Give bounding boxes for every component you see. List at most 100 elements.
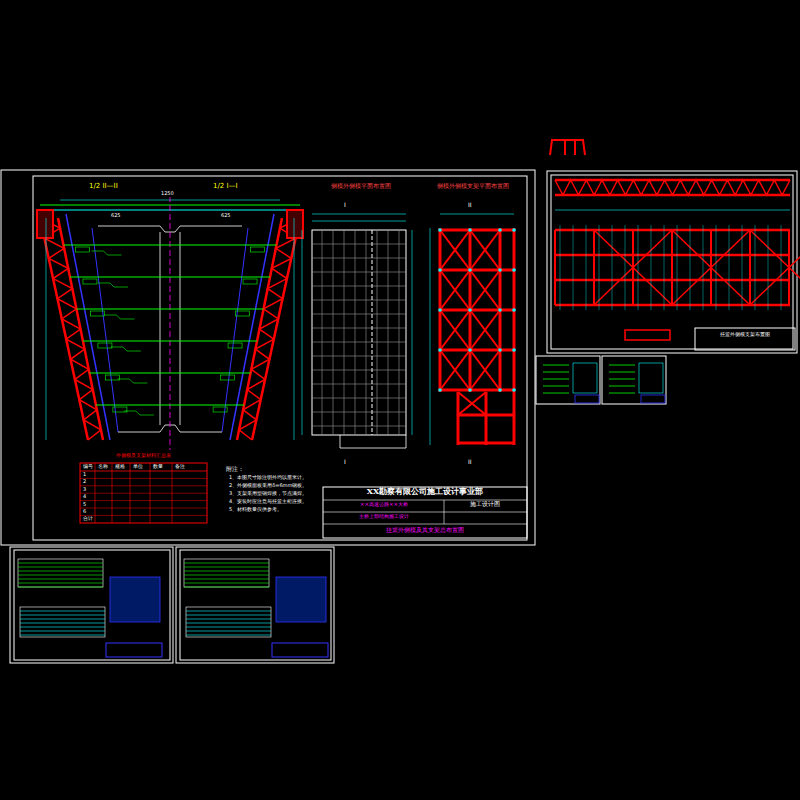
frame-post xyxy=(593,230,595,305)
dimension-line xyxy=(312,214,406,215)
frame-node xyxy=(438,308,442,312)
plan-grid xyxy=(344,230,345,435)
table-cell: 名称 xyxy=(97,464,109,470)
detail-part xyxy=(625,330,670,340)
detail-line xyxy=(609,372,635,373)
plan-grid xyxy=(388,230,389,435)
grid-line xyxy=(560,225,561,310)
table-cell: 1 xyxy=(82,472,87,478)
sheet-frame xyxy=(547,171,797,353)
frame-beam xyxy=(440,309,514,312)
plan-outline xyxy=(340,435,406,448)
grid-line xyxy=(612,225,613,310)
frame-brace xyxy=(440,310,470,350)
tie-tag xyxy=(98,343,112,348)
frame-brace xyxy=(470,350,500,390)
title-rule xyxy=(323,512,527,513)
detail-line xyxy=(543,365,569,366)
tie-tag xyxy=(243,279,257,284)
girder-web xyxy=(230,214,274,440)
girder-web xyxy=(222,228,248,432)
rebar-line xyxy=(20,623,105,624)
frame-post xyxy=(469,228,472,392)
table-cell: 2 xyxy=(82,479,87,485)
frame-node xyxy=(512,388,516,392)
plan-grid xyxy=(312,426,406,427)
grid-line xyxy=(677,225,678,310)
frame-post xyxy=(671,230,673,305)
table-cell: 数量 xyxy=(152,464,164,470)
plan-grid xyxy=(312,398,406,399)
title-rule xyxy=(323,500,527,501)
rebar-line xyxy=(184,571,269,572)
tie-tag xyxy=(75,247,89,252)
grid-line xyxy=(690,225,691,310)
plan-grid xyxy=(377,230,378,435)
dimension-line xyxy=(555,210,790,211)
plan-grid xyxy=(312,342,406,343)
plan-grid xyxy=(312,384,406,385)
title-cell: 挂篮外侧模及其支架总布置图 xyxy=(325,526,525,537)
leader-line xyxy=(124,411,154,415)
plan-grid xyxy=(322,230,323,435)
frame-node xyxy=(438,228,442,232)
title-text: 外侧模及支架材料汇总表 xyxy=(78,452,209,458)
frame-node xyxy=(498,348,502,352)
frame-brace xyxy=(750,230,800,305)
title-block-frame xyxy=(272,643,328,657)
grid-line xyxy=(638,225,639,310)
section-mark: I xyxy=(343,459,347,466)
frame-brace xyxy=(470,350,500,390)
title-cell: 施工设计图 xyxy=(446,501,524,512)
table-rule xyxy=(80,500,207,501)
detail-line xyxy=(543,372,569,373)
table-rule xyxy=(80,508,207,509)
title-block-frame xyxy=(695,328,795,350)
rebar-line xyxy=(18,587,103,588)
table-rule xyxy=(80,493,207,494)
leader-line xyxy=(91,251,121,255)
view-title: 1/2 I—I xyxy=(212,183,239,191)
frame-post xyxy=(485,392,488,445)
table-cell: 合计 xyxy=(82,516,94,522)
tie-tag xyxy=(236,311,250,316)
rebar-line xyxy=(184,587,269,588)
frame-node xyxy=(512,348,516,352)
frame-brace xyxy=(440,270,470,310)
rebar-line xyxy=(20,619,105,620)
tie-tag xyxy=(213,407,227,412)
plan-grid xyxy=(372,230,373,435)
plan-grid xyxy=(333,230,334,435)
plan-grid xyxy=(399,230,400,435)
plan-grid xyxy=(312,370,406,371)
note: 4、安装时应注意与挂篮主桁连接。 xyxy=(228,499,308,505)
detail-line xyxy=(609,379,635,380)
table-rule xyxy=(80,485,207,486)
title-box: 挂篮外侧模支架布置图 xyxy=(696,332,794,346)
grid-line xyxy=(729,225,730,310)
title-box: 外侧模及支架材料汇总表 xyxy=(78,452,209,462)
frame-node xyxy=(512,268,516,272)
rebar-line xyxy=(18,571,103,572)
rebar-line xyxy=(184,567,269,568)
view-title: 1/2 II—II xyxy=(88,183,119,191)
truss-head xyxy=(37,210,53,238)
sheet-frame xyxy=(536,356,600,404)
rebar-line xyxy=(18,583,103,584)
frame-node xyxy=(468,388,472,392)
detail-line xyxy=(609,365,635,366)
table-border xyxy=(80,463,207,523)
table-cell: 备注 xyxy=(174,464,186,470)
frame-brace xyxy=(440,350,470,390)
rebar-line xyxy=(186,615,271,616)
stray-symbol xyxy=(564,140,566,155)
frame-brace xyxy=(440,310,470,350)
plan-grid xyxy=(366,230,367,435)
title-text: 挂篮外侧模支架布置图 xyxy=(696,332,794,338)
frame-brace xyxy=(440,230,470,270)
note: 1、本图尺寸除注明外均以厘米计。 xyxy=(228,475,308,481)
sheet-frame xyxy=(1,170,535,545)
form-tie xyxy=(96,405,244,406)
frame-brace xyxy=(470,310,500,350)
sheet-border xyxy=(180,550,331,660)
